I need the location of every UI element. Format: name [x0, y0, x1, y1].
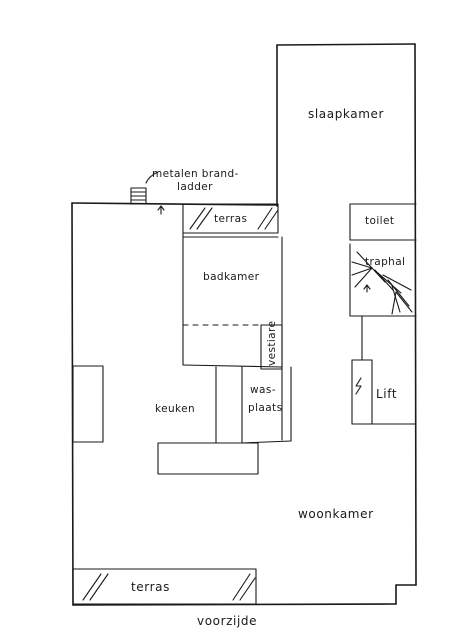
wasplaats-room	[215, 366, 292, 444]
lift-shaft	[351, 315, 417, 425]
label-slaapkamer: slaapkamer	[308, 107, 384, 121]
label-ladder: ladder	[177, 181, 213, 193]
toilet-room	[349, 203, 417, 241]
terras-bottom-area	[72, 568, 257, 605]
label-metalen-brand: metalen brand-	[152, 168, 239, 180]
label-traphal: traphal	[365, 256, 405, 268]
terras-top-area	[182, 203, 279, 238]
label-voorzijde: voorzijde	[197, 614, 257, 628]
label-badkamer: badkamer	[203, 271, 260, 283]
traphal-stairs	[349, 243, 417, 317]
label-keuken: keuken	[155, 403, 195, 415]
label-terras-top: terras	[214, 213, 247, 225]
label-toilet: toilet	[365, 215, 394, 227]
label-terras-bottom: terras	[131, 580, 170, 594]
label-plaats: plaats	[248, 402, 282, 414]
label-lift: Lift	[376, 387, 397, 401]
label-was: was-	[250, 384, 276, 396]
label-woonkamer: woonkamer	[298, 507, 374, 521]
fire-ladder	[130, 171, 165, 215]
badkamer-room	[182, 236, 283, 441]
keuken-fixtures	[72, 365, 259, 475]
label-vestiaire: vestiare	[266, 321, 278, 366]
